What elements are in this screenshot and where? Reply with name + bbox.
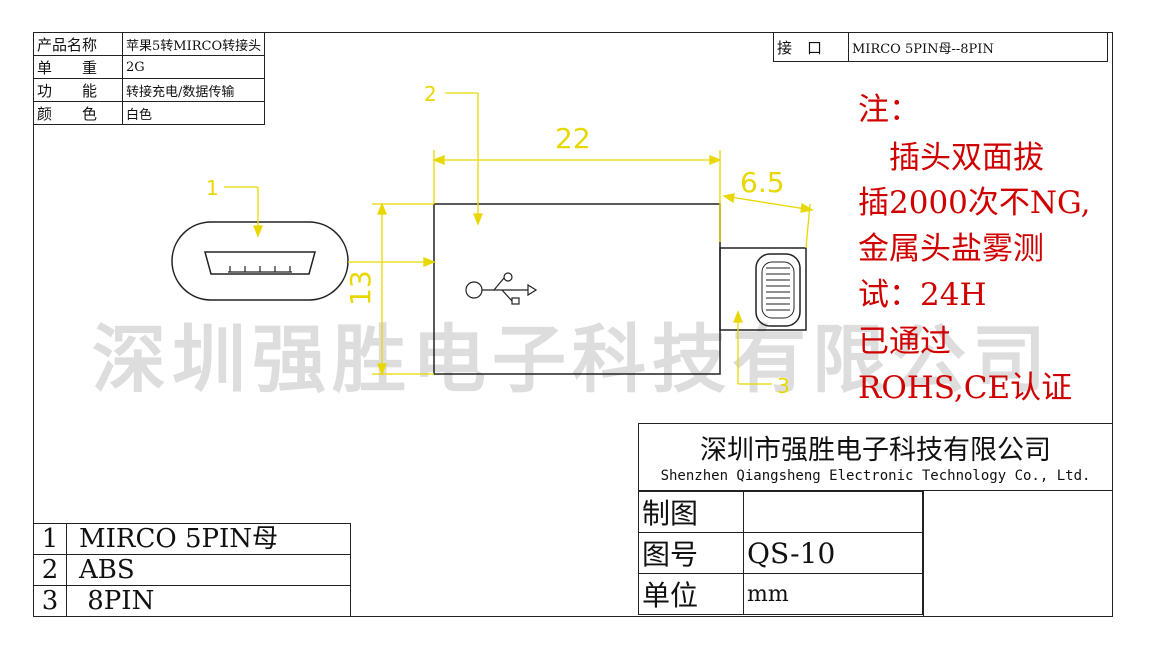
company-block: 深圳市强胜电子科技有限公司 Shenzhen Qiangsheng Electr… — [638, 423, 1113, 491]
info-label: 制图 — [638, 491, 744, 533]
micro-usb-port — [204, 251, 316, 275]
interface-value: MIRCO 5PIN母--8PIN — [848, 32, 1108, 62]
callout-3: 3 — [777, 374, 790, 398]
info-value: QS-10 — [743, 532, 923, 574]
micro-usb-outline — [171, 221, 349, 301]
table-row: 接 口 MIRCO 5PIN母--8PIN — [773, 32, 1108, 62]
prop-value: 白色 — [121, 101, 266, 125]
dimension-width: 22 — [555, 122, 591, 155]
part-name: MIRCO 5PIN母 — [66, 523, 351, 555]
dimension-plug: 6.5 — [740, 166, 785, 199]
dimension-lines — [224, 92, 814, 385]
info-blank-cell — [923, 491, 1113, 617]
part-number: 2 — [33, 554, 67, 586]
lightning-tip — [755, 253, 801, 327]
note-line: 金属头盐雾测 — [858, 231, 1044, 267]
part-number: 1 — [33, 523, 67, 555]
company-name-en: Shenzhen Qiangsheng Electronic Technolog… — [660, 468, 1091, 484]
adapter-body — [433, 203, 721, 375]
note-line: 注： — [858, 92, 920, 128]
interface-table: 接 口 MIRCO 5PIN母--8PIN — [773, 32, 1108, 62]
lightning-plug — [719, 247, 807, 331]
table-row: 功 能转接充电/数据传输 — [33, 78, 266, 102]
callout-2: 2 — [424, 82, 437, 106]
interface-label: 接 口 — [773, 32, 849, 62]
table-row: 3 8PIN — [33, 585, 351, 617]
watermark: 深圳强胜电子科技有限公司 — [92, 317, 1052, 403]
info-label: 单位 — [638, 573, 744, 615]
note-line: ROHS,CE认证 — [858, 370, 1073, 406]
usb-icon — [465, 272, 538, 305]
table-row: 颜 色白色 — [33, 101, 266, 125]
part-number: 3 — [33, 585, 67, 617]
micro-usb-pins — [228, 266, 292, 273]
drawing-frame — [33, 32, 1113, 617]
part-name: ABS — [66, 554, 351, 586]
callout-1: 1 — [206, 176, 219, 200]
lightning-contacts — [761, 261, 795, 319]
company-name-cn: 深圳市强胜电子科技有限公司 — [700, 435, 1051, 466]
lightning-pins — [766, 267, 790, 311]
prop-value: 转接充电/数据传输 — [121, 78, 266, 102]
table-row: 制图 — [638, 491, 923, 533]
dimension-height: 13 — [344, 270, 377, 306]
info-value: mm — [743, 573, 923, 615]
note-line: 插头双面拔 — [858, 140, 1044, 176]
info-value — [743, 491, 923, 533]
part-name: 8PIN — [66, 585, 351, 617]
note-line: 已通过 — [858, 324, 951, 360]
note-line: 试：24H — [858, 277, 987, 313]
info-label: 图号 — [638, 532, 744, 574]
note-line: 插2000次不NG, — [858, 185, 1091, 221]
prop-label: 单 重 — [33, 55, 123, 79]
